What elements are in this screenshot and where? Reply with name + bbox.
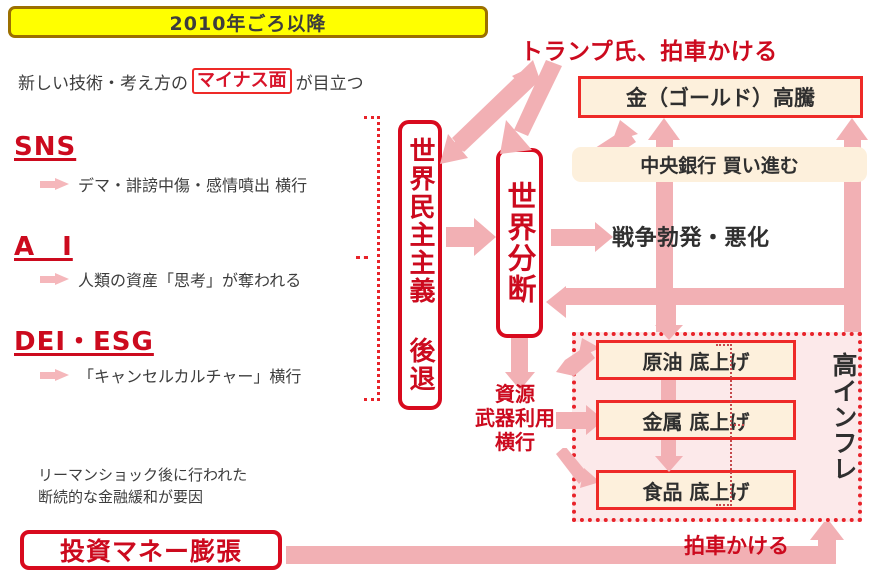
lead-prefix: 新しい技術・考え方の (18, 73, 188, 94)
box-central-bank-buying-label: 中央銀行 買い進む (640, 155, 799, 177)
topic-desc-dei-esg-text: 「キャンセルカルチャー」横行 (78, 367, 302, 386)
arrow-money-to-inflation-shaft (286, 546, 836, 564)
label-resource-weaponization-l3: 横行 (495, 430, 535, 454)
arrow-democracy-to-division-shaft (446, 227, 476, 247)
box-gold-surge: 金（ゴールド）高騰 (578, 76, 863, 118)
arrow-into-zone-head (655, 325, 683, 340)
minus-aspect-chip: マイナス面 (192, 68, 292, 94)
label-high-inflation-text: 高インフレ (829, 352, 858, 482)
box-central-bank-buying: 中央銀行 買い進む (572, 147, 867, 182)
arrow-war-to-inflation-branch (760, 288, 846, 305)
topic-desc-sns-text: デマ・誹謗中傷・感情噴出 横行 (78, 176, 308, 195)
commodity-group-bracket-stub (730, 424, 744, 426)
arrow-into-zone-shaft (661, 305, 676, 327)
topic-desc-dei-esg: 「キャンセルカルチャー」横行 (40, 363, 370, 387)
label-spur-bottom: 拍車かける (684, 534, 789, 558)
arrow-resource-to-food-svg (556, 446, 600, 488)
left-group-bracket-stub (356, 256, 368, 259)
arrow-trump-to-division (494, 58, 564, 168)
arrow-war-to-division-shaft (566, 288, 766, 305)
box-metal-floor-raise-label: 金属 底上げ (642, 409, 750, 434)
arrow-war-to-division-head (546, 286, 566, 318)
box-world-democracy-decline-label: 世界民主主義 後退 (405, 137, 435, 393)
box-crude-oil-floor-raise: 原油 底上げ (596, 340, 796, 380)
arrow-trump-to-democracy (430, 60, 540, 170)
arrow-money-to-inflation-riser (818, 538, 836, 564)
arrow-money-to-inflation-head (810, 518, 844, 540)
arrow-division-to-war-head (595, 222, 613, 252)
topic-desc-sns: デマ・誹謗中傷・感情噴出 横行 (40, 172, 370, 196)
arrow-democracy-to-division-head (474, 218, 496, 256)
box-gold-surge-label: 金（ゴールド）高騰 (626, 86, 815, 110)
label-trump-spur: トランプ氏、拍車かける (520, 39, 778, 65)
easing-note-line2: 断続的な金融緩和が要因 (38, 487, 204, 506)
arrow-resource-to-metal-shaft (556, 412, 588, 429)
topic-heading-ai: A I (14, 232, 73, 262)
label-resource-weaponization-l1: 資源 (495, 382, 535, 406)
bullet-arrow-icon (40, 368, 70, 382)
arrow-resource-to-oil (556, 338, 604, 378)
arrow-division-to-war-shaft (551, 229, 597, 246)
left-group-bracket (364, 116, 380, 401)
arrow-inflation-to-gold-head (836, 118, 868, 140)
lead-suffix: が目立つ (295, 73, 364, 94)
label-resource-weaponization-l2: 武器利用 (475, 406, 555, 430)
arrow-resource-to-food (556, 446, 604, 490)
label-resource-weaponization: 資源 武器利用 横行 (470, 382, 560, 454)
box-world-division-label: 世界分断 (503, 181, 537, 305)
arrow-trump-to-division-svg (500, 60, 562, 154)
topic-desc-ai-text: 人類の資産「思考」が奪われる (78, 271, 302, 290)
box-metal-floor-raise: 金属 底上げ (596, 400, 796, 440)
arrow-trump-to-democracy-svg (440, 60, 540, 164)
lead-line: 新しい技術・考え方の マイナス面 が目立つ (18, 66, 478, 96)
topic-desc-ai: 人類の資産「思考」が奪われる (40, 267, 370, 291)
label-high-inflation: 高インフレ (826, 352, 860, 512)
easing-note-line1: リーマンショック後に行われた (38, 466, 248, 484)
arrow-resource-to-oil-svg (556, 338, 600, 376)
box-world-division: 世界分断 (496, 148, 543, 338)
bullet-arrow-icon (40, 177, 70, 191)
topic-heading-dei-esg: DEI・ESG (14, 327, 154, 357)
title-banner: 2010年ごろ以降 (8, 6, 488, 38)
topic-heading-sns: SNS (14, 132, 77, 162)
arrow-metal-to-food-head (655, 456, 683, 472)
box-investment-money-expansion-label: 投資マネー膨張 (59, 537, 242, 566)
arrow-oil-to-metal (661, 380, 676, 400)
bullet-arrow-icon (40, 272, 70, 286)
easing-note: リーマンショック後に行われた 断続的な金融緩和が要因 (38, 465, 358, 509)
arrow-cb-to-gold-head (648, 118, 680, 140)
title-banner-label: 2010年ごろ以降 (169, 12, 327, 35)
label-war-outbreak: 戦争勃発・悪化 (612, 226, 770, 251)
arrow-division-down-head (505, 372, 535, 390)
box-crude-oil-floor-raise-label: 原油 底上げ (642, 349, 750, 374)
box-food-floor-raise-label: 食品 底上げ (642, 479, 750, 504)
box-world-democracy-decline: 世界民主主義 後退 (398, 120, 442, 410)
arrow-metal-to-food-shaft (661, 440, 676, 458)
arrow-division-down-shaft (511, 338, 528, 374)
box-investment-money-expansion: 投資マネー膨張 (20, 530, 282, 570)
box-food-floor-raise: 食品 底上げ (596, 470, 796, 510)
